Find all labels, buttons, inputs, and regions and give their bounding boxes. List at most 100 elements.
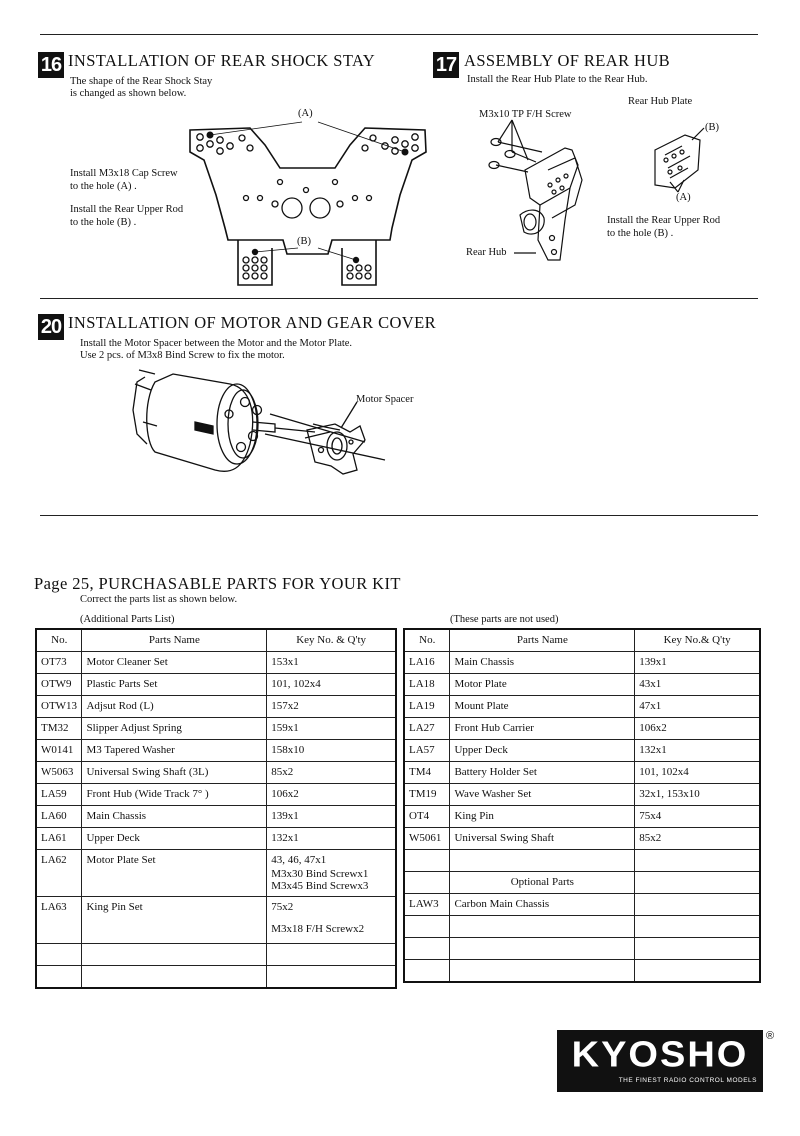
cell-text: OTW9: [41, 678, 72, 690]
registered-mark: ®: [766, 1030, 775, 1042]
rule-mid: [40, 298, 758, 299]
cell-text: 159x1: [271, 722, 299, 734]
key-qty-cell: 47x1: [634, 695, 761, 718]
part-name-cell: Front Hub Carrier: [449, 717, 636, 740]
cell-text: 101, 102x4: [271, 678, 321, 690]
cell-text: 106x2: [271, 788, 299, 800]
section-17-title: ASSEMBLY OF REAR HUB: [464, 51, 671, 70]
cell-text: 32x1, 153x10: [639, 788, 700, 800]
part-name-cell: [449, 915, 636, 938]
cell-text: 139x1: [639, 656, 667, 668]
part-name-cell: [449, 937, 636, 960]
column-header: Key No. & Q'ty: [266, 628, 397, 652]
part-number-cell: OT4: [403, 805, 451, 828]
rule-lower: [40, 515, 758, 516]
table-row: [403, 915, 761, 938]
part-name-cell: Universal Swing Shaft: [449, 827, 636, 850]
table-row: Optional Parts: [403, 871, 761, 894]
key-qty-cell: 75x4: [634, 805, 761, 828]
section-20-desc-2: Use 2 pcs. of M3x8 Bind Screw to fix the…: [80, 350, 285, 361]
cell-text: 157x2: [271, 700, 299, 712]
table-row: [403, 937, 761, 960]
key-qty-cell: [634, 915, 761, 938]
part-number-cell: LA18: [403, 673, 451, 696]
section-16-note-a-1: Install M3x18 Cap Screw: [70, 168, 178, 179]
column-header: No.: [403, 628, 451, 652]
cell-text: 106x2: [639, 722, 667, 734]
table-header-row: No. Parts Name Key No.& Q'ty: [403, 628, 761, 652]
part-name-cell: Upper Deck: [81, 827, 268, 850]
cell-text: Adjsut Rod (L): [86, 700, 154, 712]
parts-heading: Page 25, PURCHASABLE PARTS FOR YOUR KIT: [34, 574, 401, 593]
section-16-desc-2: is changed as shown below.: [70, 88, 187, 99]
cell-text: Motor Plate: [454, 678, 507, 690]
cell-text: Plastic Parts Set: [86, 678, 158, 690]
part-number-cell: LA57: [403, 739, 451, 762]
table-row: [35, 943, 397, 966]
key-qty-cell: 106x2: [634, 717, 761, 740]
key-qty-cell: 158x10: [266, 739, 397, 762]
cell-text: TM19: [409, 788, 437, 800]
part-number-cell: [35, 943, 83, 966]
kyosho-logo: KYOSHO THE FINEST RADIO CONTROL MODELS: [557, 1030, 763, 1092]
cell-text: 132x1: [271, 832, 299, 844]
cell-text: LA60: [41, 810, 67, 822]
section-17-number: 17: [433, 52, 459, 78]
shock-stay-label-b: (B): [297, 236, 311, 247]
cell-text: LA18: [409, 678, 435, 690]
rear-hub-plate-label: Rear Hub Plate: [628, 96, 693, 107]
key-qty-cell: 132x1: [266, 827, 397, 850]
cell-text: Battery Holder Set: [454, 766, 537, 778]
cell-text: LA59: [41, 788, 67, 800]
cell-text: TM4: [409, 766, 431, 778]
part-name-cell: [81, 965, 268, 989]
table-row: [403, 959, 761, 983]
part-number-cell: [403, 959, 451, 983]
part-number-cell: [403, 937, 451, 960]
column-header: Parts Name: [449, 628, 636, 652]
part-name-cell: King Pin: [449, 805, 636, 828]
part-name-cell: M3 Tapered Washer: [81, 739, 268, 762]
key-qty-cell: [634, 871, 761, 894]
part-name-cell: [449, 849, 636, 872]
section-16-note-a-2: to the hole (A) .: [70, 181, 137, 192]
key-qty-cell: 32x1, 153x10: [634, 783, 761, 806]
section-16-note-b-1: Install the Rear Upper Rod: [70, 204, 184, 215]
cell-text: W5063: [41, 766, 74, 778]
rear-hub-diagram: [488, 119, 705, 261]
key-qty-cell: 153x1: [266, 651, 397, 674]
cell-text: OT4: [409, 810, 430, 822]
cell-text: W5061: [409, 832, 442, 844]
left-table-caption: (Additional Parts List): [80, 614, 175, 625]
section-20-title: INSTALLATION OF MOTOR AND GEAR COVER: [68, 313, 436, 332]
cell-text: Wave Washer Set: [454, 788, 532, 800]
cell-text: LA62: [41, 854, 67, 866]
part-name-cell: Slipper Adjust Spring: [81, 717, 268, 740]
column-header: No.: [35, 628, 83, 652]
logo-brand: KYOSHO: [571, 1035, 749, 1075]
cell-text: King Pin Set: [86, 901, 143, 913]
part-number-cell: [35, 965, 83, 989]
cell-text: King Pin: [454, 810, 494, 822]
cell-text: OT73: [41, 656, 67, 668]
logo-tagline: THE FINEST RADIO CONTROL MODELS: [618, 1077, 757, 1084]
cell-text: Main Chassis: [454, 656, 515, 668]
part-name-cell: Motor Plate Set: [81, 849, 268, 897]
column-header: Parts Name: [81, 628, 268, 652]
cell-text: W0141: [41, 744, 74, 756]
part-name-cell: Plastic Parts Set: [81, 673, 268, 696]
part-number-cell: TM19: [403, 783, 451, 806]
top-rule: [40, 34, 758, 35]
part-number-cell: W0141: [35, 739, 83, 762]
